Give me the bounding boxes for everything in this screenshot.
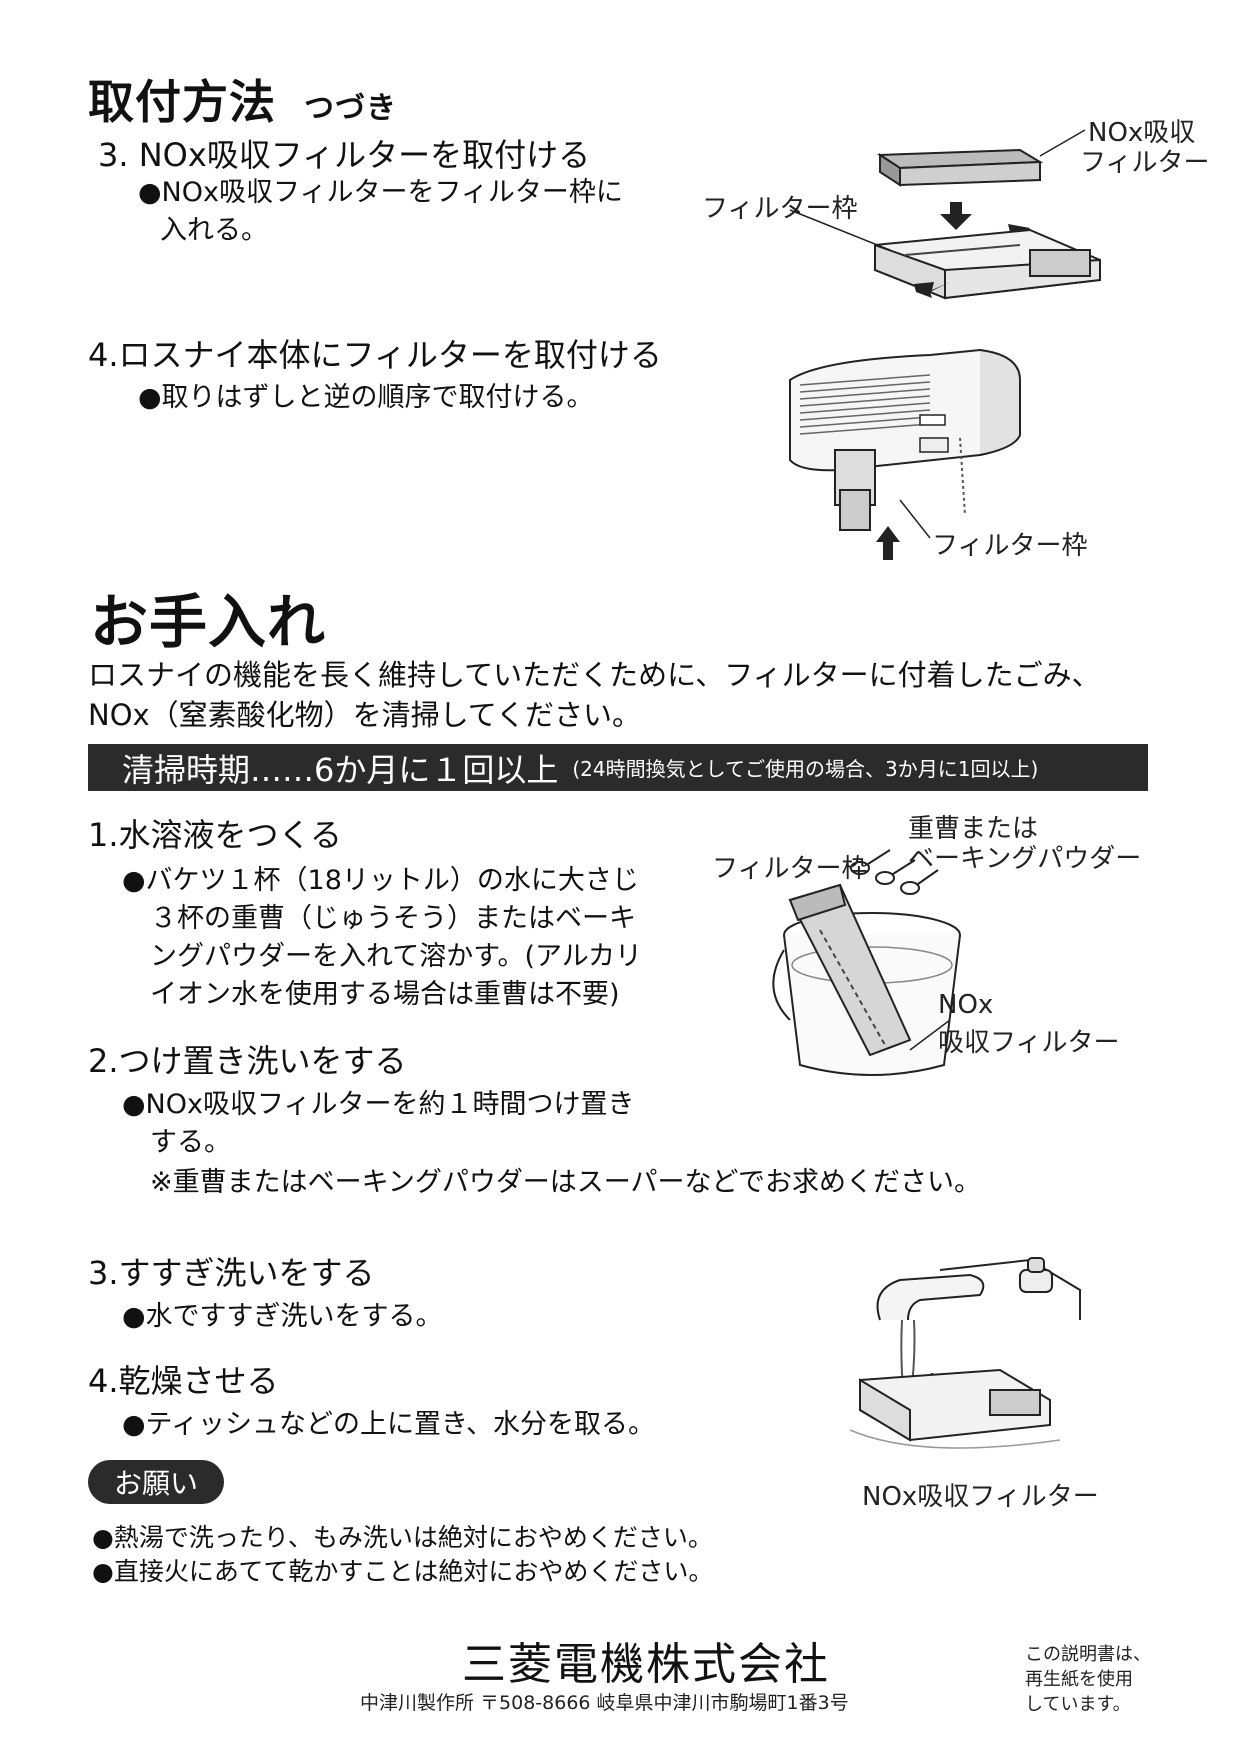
install-step4-line1: ●取りはずしと逆の順序で取付ける。 (138, 382, 594, 413)
schedule-main: 清掃時期……6か月に１回以上 (122, 750, 559, 789)
care-step1-line4: イオン水を使用する場合は重曹は不要) (150, 979, 620, 1010)
recycle-line3: しています。 (1025, 1694, 1131, 1715)
request-line1: ●熱湯で洗ったり、もみ洗いは絶対におやめください。 (92, 1523, 713, 1552)
fig3-label-frame: フィルター枠 (712, 854, 868, 884)
care-step3-line1: ●水ですすぎ洗いをする。 (122, 1301, 443, 1332)
recycle-line1: この説明書は、 (1025, 1644, 1151, 1665)
care-step1-line2: ３杯の重曹（じゅうそう）またはベーキ (150, 903, 636, 934)
fig4-label-nox: NOx吸収フィルター (862, 1482, 1099, 1512)
care-step4-heading: 4.乾燥させる (88, 1362, 279, 1400)
care-title: お手入れ (90, 588, 327, 656)
care-step2-heading: 2.つけ置き洗いをする (88, 1042, 407, 1080)
fig1-label-nox-1: NOx吸収 (1088, 118, 1196, 148)
recycle-note: この説明書は、 再生紙を使用 しています。 (1025, 1642, 1151, 1717)
install-step4-heading: 4.ロスナイ本体にフィルターを取付ける (88, 336, 662, 374)
fig2-label-frame: フィルター枠 (932, 531, 1088, 561)
fig3-label-soda-2: ベーキングパウダー (908, 844, 1142, 874)
care-step2-line1: ●NOx吸収フィルターを約１時間つけ置き (122, 1089, 635, 1120)
bucket-soak-illustration (772, 849, 961, 1076)
install-step3-heading: 3. NOx吸収フィルターを取付ける (98, 136, 591, 174)
install-step3-line2: 入れる。 (160, 215, 268, 246)
request-badge: お願い (88, 1460, 224, 1504)
filter-frame-illustration (789, 129, 1101, 300)
care-step2-note: ※重曹またはベーキングパウダーはスーパーなどでお求めください。 (150, 1167, 982, 1198)
care-step2-line2: する。 (150, 1127, 231, 1158)
fig3-label-nox-2: 吸収フィルター (938, 1028, 1120, 1058)
fig1-label-nox-2: フィルター (1080, 148, 1210, 178)
care-step3-heading: 3.すすぎ洗いをする (88, 1254, 375, 1292)
company-name: 三菱電機株式会社 (462, 1639, 830, 1690)
lossnay-unit-illustration (789, 348, 1021, 560)
company-address: 中津川製作所 〒508-8666 岐阜県中津川市駒場町1番3号 (360, 1692, 849, 1714)
fig3-label-soda-1: 重曹または (908, 814, 1039, 844)
install-title: 取付方法つづき (88, 66, 397, 132)
care-intro-line1: ロスナイの機能を長く維持していただくために、フィルターに付着したごみ、 (88, 658, 1101, 692)
care-intro-line2: NOx（窒素酸化物）を清掃してください。 (88, 698, 641, 732)
rinse-faucet-illustration (849, 1257, 1081, 1449)
care-step1-heading: 1.水溶液をつくる (88, 816, 342, 854)
care-step1-line1: ●バケツ１杯（18リットル）の水に大さじ (122, 865, 639, 896)
cleaning-schedule-bar: 清掃時期……6か月に１回以上 (24時間換気としてご使用の場合、3か月に1回以上… (88, 744, 1148, 791)
install-title-text: 取付方法 (88, 75, 276, 129)
request-line2: ●直接火にあてて乾かすことは絶対におやめください。 (92, 1557, 714, 1586)
care-step1-line3: ングパウダーを入れて溶かす。(アルカリ (150, 941, 642, 972)
fig3-label-nox-1: NOx (938, 990, 994, 1020)
recycle-line2: 再生紙を使用 (1025, 1669, 1133, 1690)
schedule-sub: (24時間換気としてご使用の場合、3か月に1回以上) (572, 757, 1039, 781)
fig1-label-frame: フィルター枠 (702, 194, 858, 224)
install-step3-line1: ●NOx吸収フィルターをフィルター枠に (138, 177, 623, 208)
install-title-suffix: つづき (304, 91, 397, 126)
care-step4-line1: ●ティッシュなどの上に置き、水分を取る。 (122, 1409, 656, 1440)
